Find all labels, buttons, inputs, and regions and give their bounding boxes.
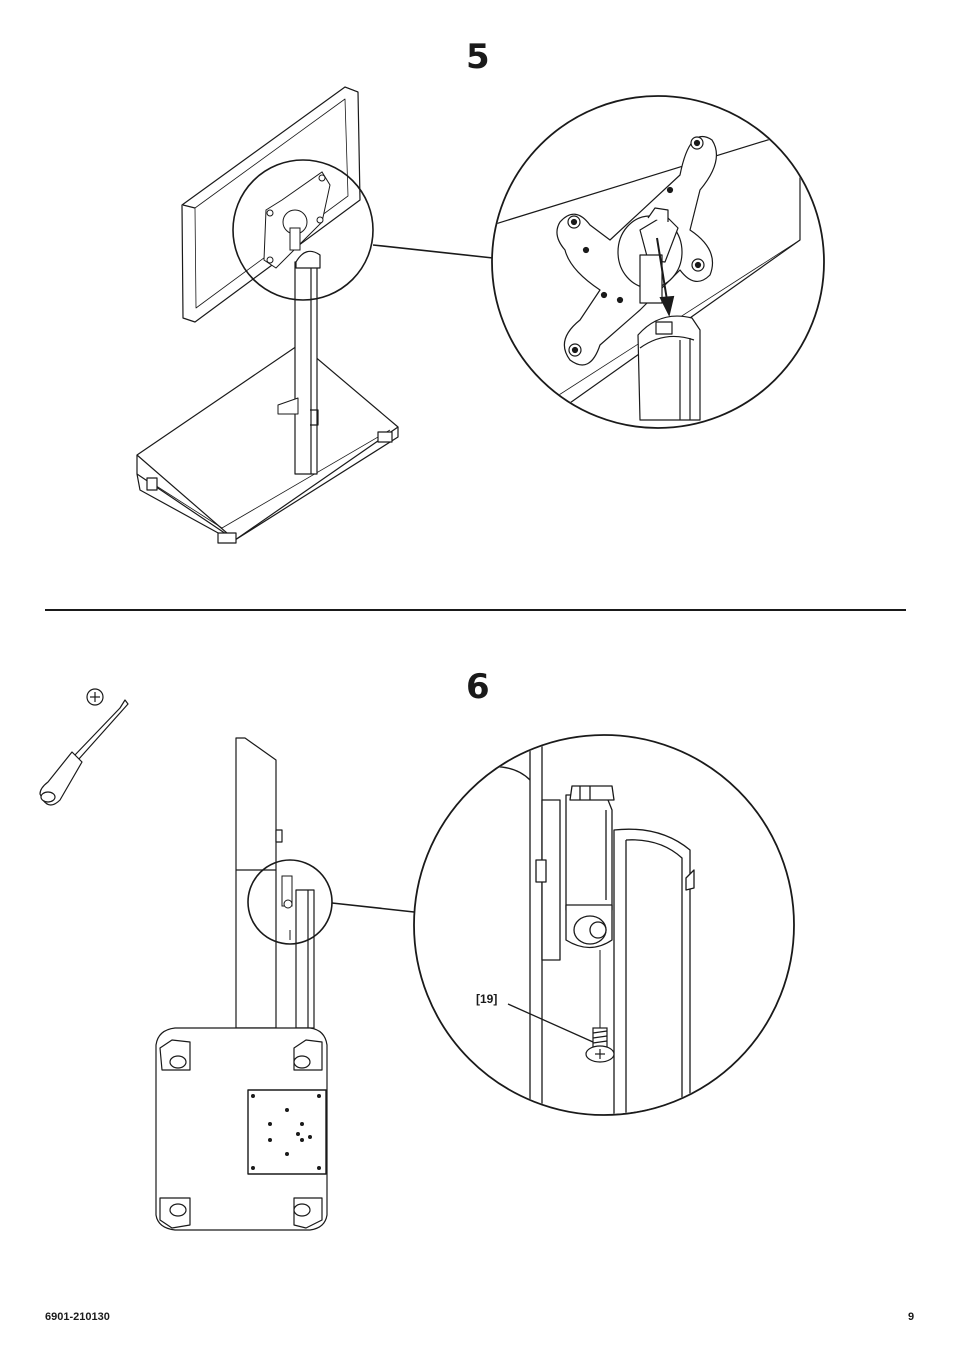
leader-line-step6 xyxy=(332,903,414,912)
stand-side-view xyxy=(156,738,327,1230)
monitor-stand-assembly-icon xyxy=(137,87,398,543)
document-code: 6901-210130 xyxy=(45,1311,110,1323)
page-number: 9 xyxy=(908,1311,914,1323)
screw-callout-label: [19] xyxy=(476,992,497,1006)
step-divider xyxy=(45,609,906,611)
mount-side-small-icon xyxy=(282,876,292,940)
mount-detail-icon xyxy=(492,96,824,428)
side-detail-icon xyxy=(414,730,794,1130)
phillips-head-icon xyxy=(87,689,103,705)
screwdriver-icon xyxy=(40,700,128,805)
leader-line-step5 xyxy=(373,245,493,258)
